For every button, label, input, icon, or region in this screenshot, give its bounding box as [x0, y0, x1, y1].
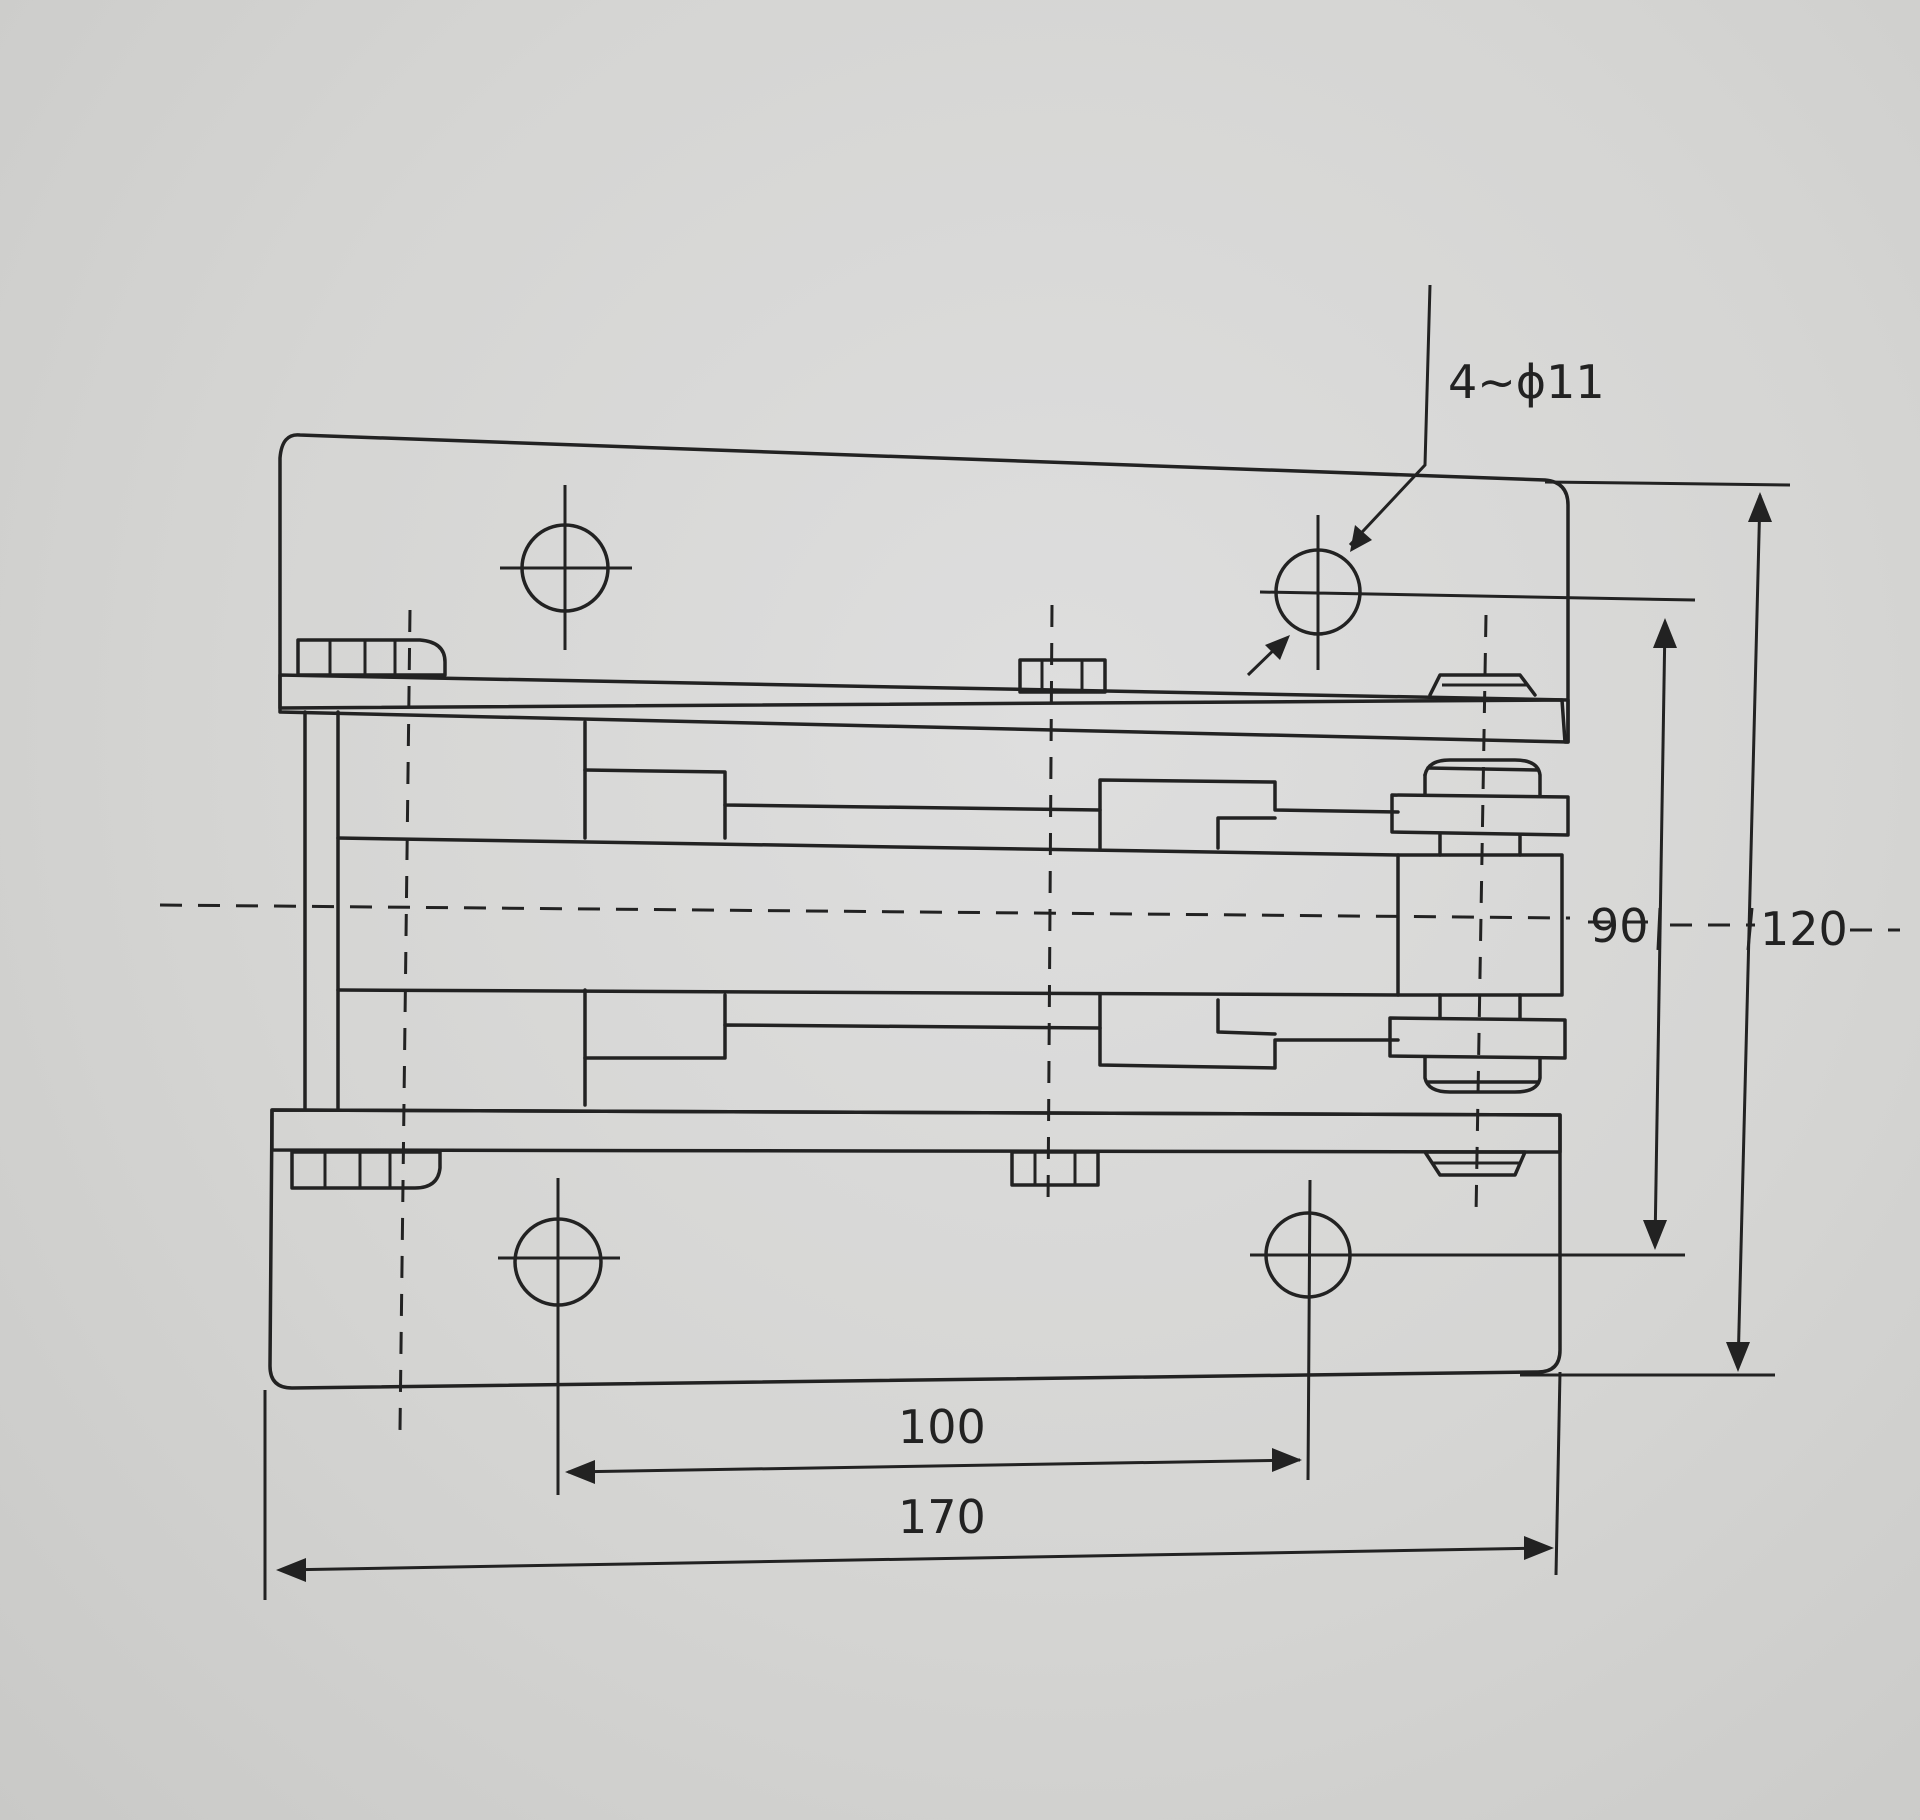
nut-lower-left [290, 1150, 442, 1190]
upper-rail [278, 673, 1570, 744]
central-body [336, 720, 1564, 1107]
dim-overall-width [263, 1371, 1562, 1600]
hole-bottom-left [498, 1178, 620, 1495]
hole-bottom-right [1250, 1179, 1685, 1481]
nut-lower-center [1010, 1150, 1100, 1187]
lower-rail [270, 1108, 1562, 1154]
dim-hole-horizontal [565, 1448, 1302, 1484]
dim-hole-horizontal-label: 100 [898, 1400, 986, 1454]
nut-upper-left [296, 638, 447, 677]
leader-hole-spec [1246, 284, 1432, 677]
nut-upper-center [1018, 658, 1107, 694]
roller-upper [1390, 758, 1570, 857]
washer-lower-right [1423, 1150, 1527, 1177]
dim-overall-width-label: 170 [898, 1490, 986, 1544]
dim-overall-height-label: 120 [1760, 902, 1848, 956]
dim-hole-vertical [1643, 618, 1677, 1250]
dim-hole-spec-label: 4~ϕ11 [1448, 355, 1605, 409]
roller-lower [1388, 993, 1567, 1094]
hole-top-right [1259, 515, 1696, 670]
hole-top-left [500, 485, 632, 650]
dim-hole-vertical-label: 90 [1590, 899, 1649, 953]
side-post [303, 710, 340, 1110]
washer-upper-right [1428, 673, 1537, 697]
lower-plate [268, 1108, 1562, 1390]
dim-overall-height [1520, 480, 1791, 1377]
centerlines [159, 604, 1900, 1431]
